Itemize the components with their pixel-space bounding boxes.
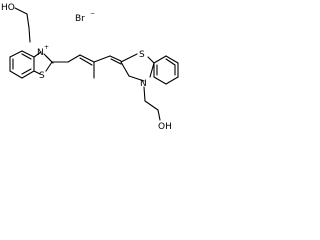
left-nitrogen-label: N — [37, 48, 44, 58]
right-hydroxyethyl-chain — [143, 86, 161, 121]
left-hydroxy-label: HO — [1, 3, 15, 13]
counter-ion-charge: − — [90, 10, 95, 17]
right-benzothiazoline-ring — [120, 53, 179, 85]
left-sulfur-label: S — [39, 71, 45, 81]
left-benzothiazolium-ring — [9, 50, 54, 79]
methine-bridge — [51, 54, 122, 79]
left-nitrogen-charge: + — [44, 44, 49, 51]
chemical-structure-diagram: HO Br − N + S S N OH — [1, 3, 179, 132]
right-hydroxy-label: OH — [158, 122, 172, 132]
counter-ion-label: Br — [75, 14, 85, 24]
left-hydroxyethyl-chain — [14, 7, 31, 43]
right-sulfur-label: S — [139, 50, 145, 60]
right-nitrogen-label: N — [140, 79, 147, 89]
